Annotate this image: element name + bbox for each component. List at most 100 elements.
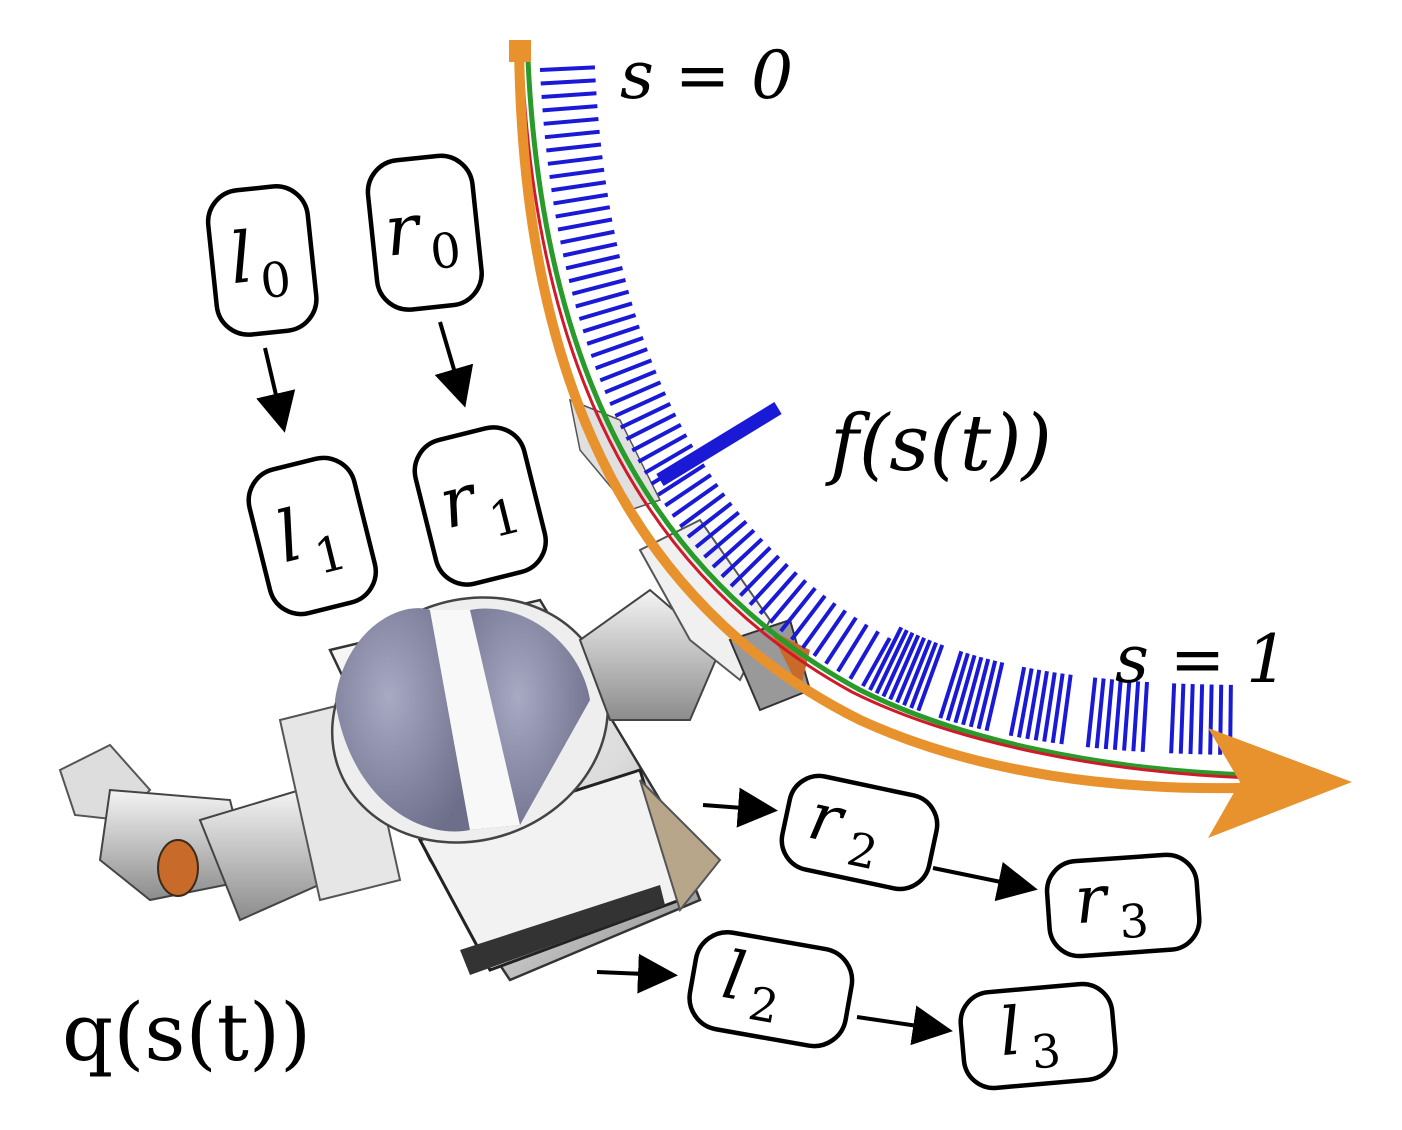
frame-tick — [631, 422, 682, 453]
frame-tick — [902, 639, 932, 706]
frame-tick — [1025, 669, 1042, 740]
frame-tick — [657, 463, 706, 497]
frame-tick — [1131, 681, 1141, 752]
frame-tick — [590, 336, 644, 358]
path-arrow-start — [509, 40, 531, 62]
frame-tick — [551, 180, 607, 193]
frame-tick — [779, 586, 817, 633]
frame-tick — [1059, 674, 1073, 745]
node-l2: l 2 — [687, 930, 855, 1049]
label-s-end: s = 1 — [1115, 621, 1288, 698]
frame-tick — [694, 510, 740, 549]
frame-tick — [1122, 680, 1132, 751]
arrow-l0-l1 — [256, 347, 296, 433]
frame-tick — [614, 391, 667, 418]
frame-tick — [582, 313, 637, 334]
label-path-function: f(s(t)) — [825, 399, 1052, 489]
frame-tick — [984, 662, 1005, 732]
svg-text:3: 3 — [1117, 893, 1150, 949]
frame-tick — [1103, 679, 1115, 750]
frame-tick — [711, 528, 756, 569]
frame-tick — [555, 205, 611, 219]
robot-head — [330, 596, 610, 844]
label-config-function: q(s(t)) — [62, 986, 311, 1079]
frame-tick — [637, 433, 688, 464]
frame-tick — [1008, 666, 1027, 737]
frame-tick — [861, 637, 892, 688]
frame-tick — [643, 443, 694, 475]
frame-tick — [541, 91, 597, 99]
frame-tick — [664, 473, 712, 508]
frame-tick — [916, 644, 945, 712]
frame-tick — [586, 324, 640, 346]
path-arrow-head — [1208, 728, 1352, 838]
svg-text:0: 0 — [258, 251, 294, 310]
frame-tick — [738, 554, 781, 597]
frame-tick — [678, 492, 726, 529]
frame-tick — [539, 65, 596, 72]
frame-tick — [1033, 670, 1049, 741]
robot-right-arm — [568, 398, 812, 721]
frame-tick — [1042, 672, 1057, 742]
label-s-start: s = 0 — [620, 37, 793, 114]
frame-tick — [625, 412, 677, 441]
frame-tick — [953, 654, 977, 724]
frame-tick — [568, 266, 623, 284]
node-r1: r 1 — [412, 425, 548, 587]
robot-left-arm — [58, 698, 402, 922]
node-l1: l 1 — [246, 455, 378, 617]
arrow-to-r2 — [702, 787, 778, 828]
frame-tick — [547, 155, 603, 166]
frame-tick — [549, 167, 605, 180]
frame-tick — [619, 401, 672, 430]
frame-tick — [543, 116, 599, 126]
robot-illustration — [58, 398, 812, 982]
frame-tick — [758, 571, 798, 615]
frame-tick — [544, 129, 600, 140]
frame-tick — [1188, 684, 1195, 755]
arrow-r0-r1 — [434, 321, 474, 408]
frame-tick — [720, 537, 764, 579]
frame-tick — [1140, 681, 1150, 752]
frame-tick — [565, 254, 621, 271]
path-arrow — [509, 40, 1352, 838]
arrow-l2-l3 — [856, 1005, 953, 1046]
frame-tick — [961, 656, 984, 726]
frame-tick — [848, 630, 880, 680]
frame-tick — [768, 579, 808, 624]
frame-tick — [790, 594, 827, 641]
frame-tick — [874, 629, 909, 695]
frame-tick — [609, 380, 662, 407]
frame-tick — [748, 562, 789, 607]
frame-tick — [686, 501, 733, 539]
node-l3: l 3 — [958, 981, 1118, 1091]
frame-tick — [1198, 684, 1205, 755]
frame-tick — [1208, 684, 1214, 755]
frame-tick — [968, 658, 991, 728]
frame-tick — [812, 609, 848, 657]
frame-tick — [671, 482, 719, 518]
frame-tick — [1178, 683, 1186, 754]
frame-tick — [729, 546, 772, 588]
trajectory-traces — [520, 59, 1251, 780]
frame-tick — [599, 358, 653, 383]
frame-tick — [895, 637, 926, 704]
frame-tick — [560, 229, 615, 245]
frame-tick — [1050, 673, 1065, 744]
node-l0: l 0 — [205, 184, 319, 337]
frame-tick — [553, 192, 609, 206]
frame-tick — [542, 104, 598, 113]
frame-tick — [836, 623, 869, 673]
frame-tick — [1112, 679, 1123, 750]
frame-tick — [938, 650, 964, 719]
frame-tick — [1017, 668, 1034, 738]
frame-tick — [546, 142, 602, 153]
frame-tick — [594, 347, 648, 371]
node-r2: r 2 — [779, 773, 940, 892]
frame-tick — [1169, 683, 1177, 754]
frame-tick — [571, 277, 627, 296]
frame-tick — [976, 660, 998, 730]
frame-tick — [578, 301, 633, 321]
frame-tick — [540, 78, 596, 86]
